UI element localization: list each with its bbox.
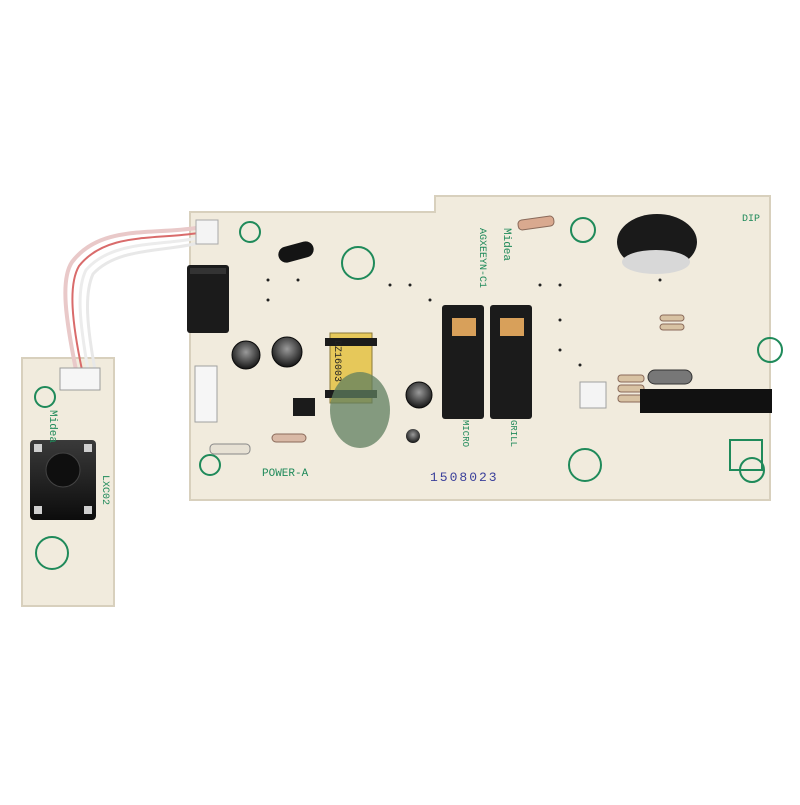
cap-a — [231, 340, 261, 370]
connector-small — [59, 367, 101, 391]
ribbon-cable — [63, 226, 200, 372]
coil-marking: DZ16003 — [331, 340, 342, 383]
silkscreen-marks — [34, 217, 783, 570]
cap-c — [405, 381, 433, 409]
solder-points — [266, 278, 662, 367]
brand-main: Midea — [500, 228, 512, 262]
model-code-main: AGXEEYN-C1 — [476, 228, 487, 289]
model-code-small: LXC02 — [99, 475, 110, 506]
encoder-knob — [45, 452, 81, 488]
relay-label-micro: MICRO — [460, 420, 470, 448]
brand-small: Midea — [46, 410, 58, 444]
connector-right — [579, 381, 607, 409]
relay-label-grill: GRILL — [508, 420, 518, 448]
power-label: POWER-A — [262, 468, 309, 480]
cap-b — [271, 336, 303, 368]
relay-block — [187, 265, 229, 333]
small-capacitor — [278, 241, 314, 263]
ic-main — [640, 389, 772, 413]
serial-stamp: 1508023 — [430, 470, 499, 485]
ic-small — [293, 398, 315, 416]
resistors — [209, 215, 685, 455]
connector-top — [195, 219, 219, 245]
cap-d — [406, 429, 420, 443]
connector-left — [194, 365, 218, 423]
corner-label: DIP — [742, 214, 761, 225]
